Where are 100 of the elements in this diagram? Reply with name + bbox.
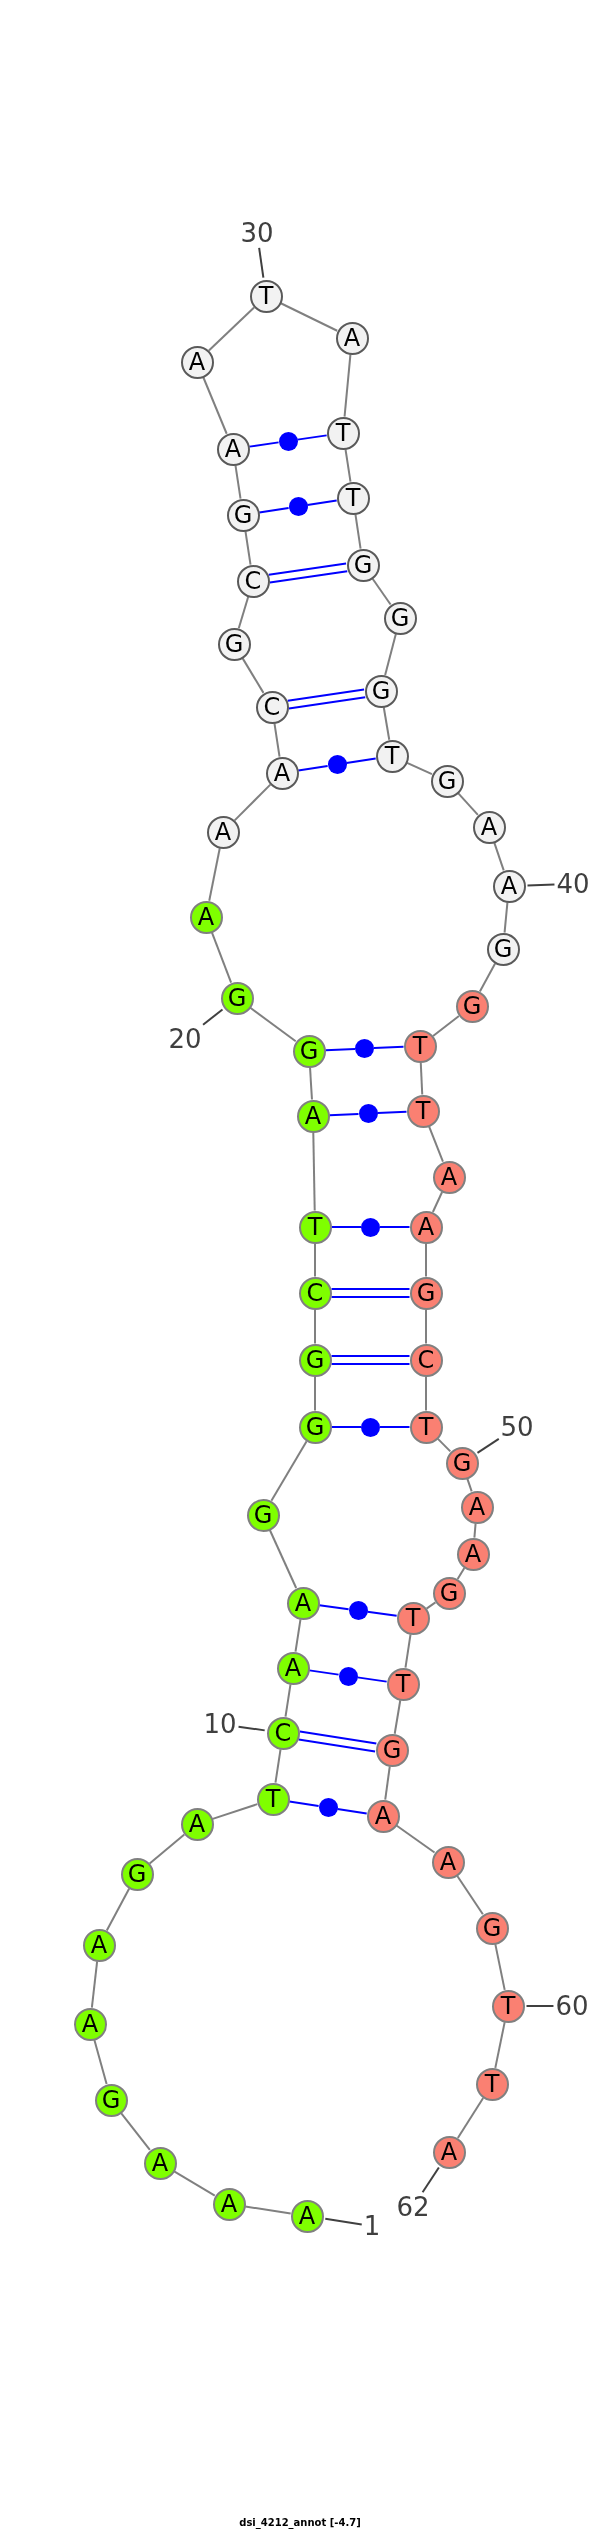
base-pair-line [288,1800,320,1808]
nucleotide-circle [290,2199,324,2233]
nucleotide-circle [375,739,409,773]
base-letter: A [90,1933,108,1957]
backbone-line [234,464,242,500]
base-pair-line [248,441,280,448]
position-number: 20 [168,1026,202,1052]
base-letter: A [468,1495,486,1519]
backbone-line [425,1242,427,1278]
base-letter: G [353,553,373,577]
nucleotide-circle [475,1911,509,1945]
backbone-line [371,577,392,606]
nucleotide-circle [189,900,223,934]
leader-line [258,247,265,279]
backbone-line [494,2021,506,2069]
nucleotide-circle [456,1537,490,1571]
nucleotide-circle [336,481,370,515]
backbone-line [431,1191,444,1213]
nucleotide-circle [406,1094,440,1128]
position-number: 30 [240,220,274,246]
nucleotide-circle [216,432,250,466]
bond-dot [318,1798,338,1817]
base-letter: A [298,2204,316,2228]
nucleotide-circle [73,2007,107,2041]
base-letter: T [484,2072,500,2096]
base-letter: T [415,1099,431,1123]
backbone-line [274,1748,282,1784]
backbone-line [314,1375,316,1412]
nucleotide-circle [430,764,464,798]
nucleotide-circle [94,2083,128,2117]
bond-dot [278,431,298,451]
nucleotide-circle [472,810,506,844]
nucleotide-circle [409,1276,443,1310]
base-letter: T [307,1215,323,1239]
nucleotide-circle [445,1446,479,1480]
base-letter: A [343,326,361,350]
nucleotide-circle [265,756,299,790]
nucleotide-circle [120,1857,154,1891]
position-number: 62 [396,2194,430,2220]
base-letter: G [439,1581,459,1605]
nucleotide-circle [409,1410,443,1444]
base-letter: G [305,1415,325,1439]
backbone-line [384,632,397,677]
nucleotide-circle [409,1210,443,1244]
backbone-line [425,1375,427,1412]
backbone-line [457,792,479,816]
nucleotide-circle [364,674,398,708]
bond-dot [358,1104,378,1123]
backbone-line [279,302,339,332]
backbone-line [105,1887,131,1932]
backbone-line [210,931,233,984]
base-letter: A [304,1104,322,1128]
base-pair-line [308,1669,340,1676]
base-letter: G [227,986,247,1010]
base-letter: A [439,1850,457,1874]
backbone-line [456,2096,485,2140]
nucleotide-circle [255,690,289,724]
base-letter: A [480,815,498,839]
bond-dot [338,1666,358,1686]
backbone-line [395,1824,436,1854]
backbone-line [404,1633,412,1669]
base-letter: A [81,2012,99,2036]
base-letter: G [416,1281,436,1305]
base-letter: T [345,486,361,510]
nucleotide-circle [409,1343,443,1377]
backbone-line [148,1833,186,1865]
nucleotide-circle [249,279,283,313]
base-letter: A [374,1804,392,1828]
position-number: 40 [556,871,590,897]
base-pair-line [297,764,329,772]
nucleotide-circle [396,1601,430,1635]
base-letter: A [500,874,518,898]
base-pair-line [330,1226,362,1228]
nucleotide-circle [492,869,526,903]
base-letter: G [390,606,410,630]
nucleotide-circle [256,1782,290,1816]
nucleotide-circle [346,548,380,582]
backbone-line [493,841,505,872]
backbone-line [93,2038,108,2086]
base-pair-line [297,1730,378,1753]
base-letter: A [197,905,215,929]
base-letter: C [306,1281,324,1305]
nucleotide-circle [375,1733,409,1767]
nucleotide-circle [455,989,489,1023]
bond-dot [361,1417,380,1437]
backbone-line [309,1066,313,1101]
backbone-line [314,1308,316,1345]
nucleotide-circle [236,564,270,598]
leader-line [525,2005,555,2007]
base-pair-line [356,1676,388,1683]
nucleotide-circle [286,1586,320,1620]
caption: dsi_4212_annot [-4.7] [239,2517,361,2529]
nucleotide-circle [486,932,520,966]
base-letter: G [305,1348,325,1372]
base-letter: C [244,569,262,593]
base-letter: G [253,1503,273,1527]
backbone-line [456,1567,466,1580]
backbone-line [314,1242,316,1278]
base-letter: G [299,1039,319,1063]
base-pair-line [330,1426,362,1428]
